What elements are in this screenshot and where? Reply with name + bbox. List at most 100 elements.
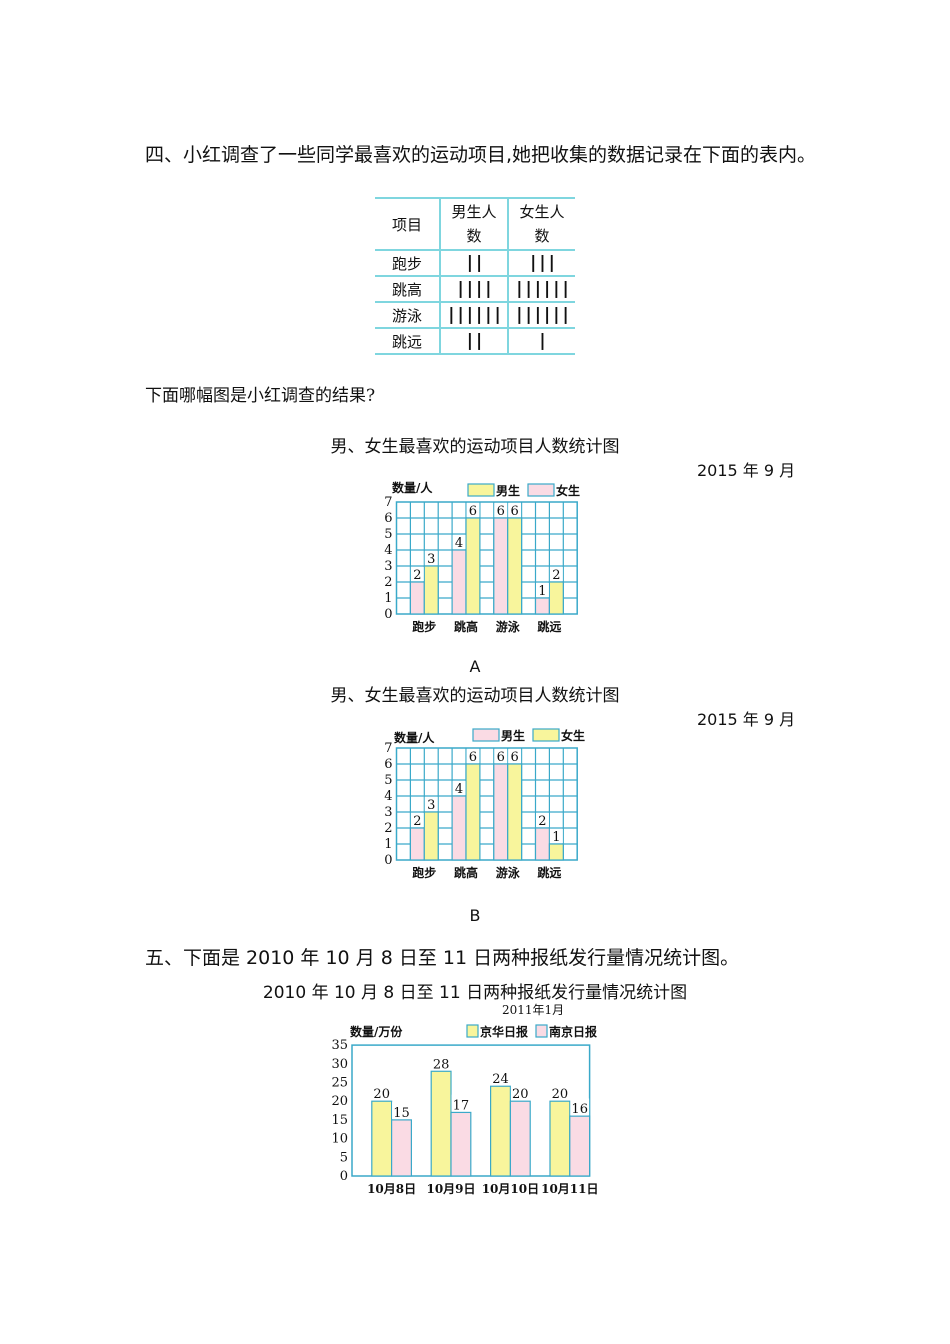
question-5-heading: 五、下面是 2010 年 10 月 8 日至 11 日两种报纸发行量情况统计图。 [145,947,740,969]
bar [507,517,523,615]
bar-value-label: 6 [497,750,505,765]
y-tick-label: 0 [384,607,392,622]
bar [548,581,564,615]
bar [423,811,439,861]
bar-value-label: 20 [373,1087,390,1102]
bar [465,517,481,615]
header-text: 数 [534,227,550,245]
bar [549,1100,571,1177]
bar-value-label: 2 [413,814,421,829]
table-header-boys: 男生人 数 [439,197,509,251]
y-tick-label: 0 [340,1169,348,1184]
legend-swatch [535,1024,548,1038]
legend-label: 男生 [496,483,520,498]
table-cell-boys: |||||| [439,301,509,329]
y-tick-label: 3 [384,559,392,574]
bar-value-label: 6 [469,750,477,765]
x-category-label: 游泳 [496,865,521,880]
x-category-label: 跳远 [537,619,561,634]
chart-a-date: 2015 年 9 月 [697,461,796,480]
chart-a-label: A [469,657,481,676]
legend-swatch [467,483,495,497]
chart-c-date: 2011年1月 [502,1003,564,1017]
bar-value-label: 6 [511,750,519,765]
bar [423,565,439,615]
table-cell-boys: || [439,249,509,277]
y-axis-unit: 数量/万份 [350,1024,403,1039]
table-row: 跳高 |||| |||||| [375,275,575,303]
bar-value-label: 2 [413,568,421,583]
y-tick-label: 6 [384,511,392,526]
legend-swatch [466,1024,479,1038]
chart-b-title: 男、女生最喜欢的运动项目人数统计图 [330,686,620,706]
legend-swatch [527,483,555,497]
bar-value-label: 1 [538,584,546,599]
y-tick-label: 35 [331,1038,348,1053]
bar-value-label: 3 [427,552,435,567]
bar [569,1115,591,1177]
legend-swatch [532,728,560,742]
bar [451,795,467,861]
y-tick-label: 10 [331,1132,348,1147]
x-category-label: 游泳 [496,619,521,634]
chart-b-date: 2015 年 9 月 [697,710,796,729]
x-category-label: 跳高 [454,865,478,880]
y-tick-label: 2 [384,575,392,590]
y-tick-label: 20 [331,1094,348,1109]
y-tick-label: 1 [384,837,392,852]
bar [451,549,467,615]
bar [507,763,523,861]
bar-value-label: 28 [433,1057,450,1072]
table-cell-item: 跳高 [375,275,440,303]
table-cell-item: 跳远 [375,327,440,355]
chart-a-title: 男、女生最喜欢的运动项目人数统计图 [330,437,620,457]
table-row: 游泳 |||||| |||||| [375,301,575,329]
legend-label: 女生 [556,483,580,498]
bar [390,1119,412,1177]
y-tick-label: 7 [384,741,392,756]
bar-value-label: 2 [552,568,560,583]
legend-swatch [472,728,500,742]
bar [548,843,564,861]
tally-table: 项目 男生人 数 女生人 数 跑步 || ||| 跳高 |||| |||||| … [375,197,575,355]
y-tick-label: 30 [331,1057,348,1072]
y-tick-label: 6 [384,757,392,772]
header-text: 男生人 [451,203,497,221]
bar [534,827,550,861]
bar-value-label: 24 [492,1072,509,1087]
question-4-prompt: 下面哪幅图是小红调查的结果? [145,386,376,406]
question-4-heading: 四、小红调查了一些同学最喜欢的运动项目,她把收集的数据记录在下面的表内。 [145,144,817,166]
x-category-label: 10月8日 [367,1182,416,1196]
bar [493,517,509,615]
chart-c-title: 2010 年 10 月 8 日至 11 日两种报纸发行量情况统计图 [262,983,688,1003]
bar-value-label: 6 [497,504,505,519]
x-category-label: 跳远 [537,865,561,880]
legend-label: 女生 [561,728,585,743]
y-tick-label: 7 [384,495,392,510]
table-header-item: 项目 [375,197,440,251]
legend-label: 男生 [501,728,525,743]
y-tick-label: 2 [384,821,392,836]
table-cell-boys: || [439,327,509,355]
header-text: 数 [466,227,482,245]
x-category-label: 跑步 [412,619,436,634]
table-cell-girls: | [508,327,575,355]
bar [493,763,509,861]
table-cell-item: 游泳 [375,301,440,329]
bar [534,597,550,615]
table-header-girls: 女生人 数 [508,197,575,251]
x-category-label: 跳高 [454,619,478,634]
y-tick-label: 5 [340,1150,348,1165]
y-tick-label: 5 [384,773,392,788]
bar-value-label: 15 [393,1106,410,1121]
bar-value-label: 20 [512,1087,529,1102]
bar-value-label: 4 [455,536,463,551]
table-cell-girls: |||||| [508,275,575,303]
table-cell-item: 跑步 [375,249,440,277]
bar [465,763,481,861]
table-cell-boys: |||| [439,275,509,303]
bar-value-label: 3 [427,798,435,813]
x-category-label: 10月11日 [541,1182,598,1196]
